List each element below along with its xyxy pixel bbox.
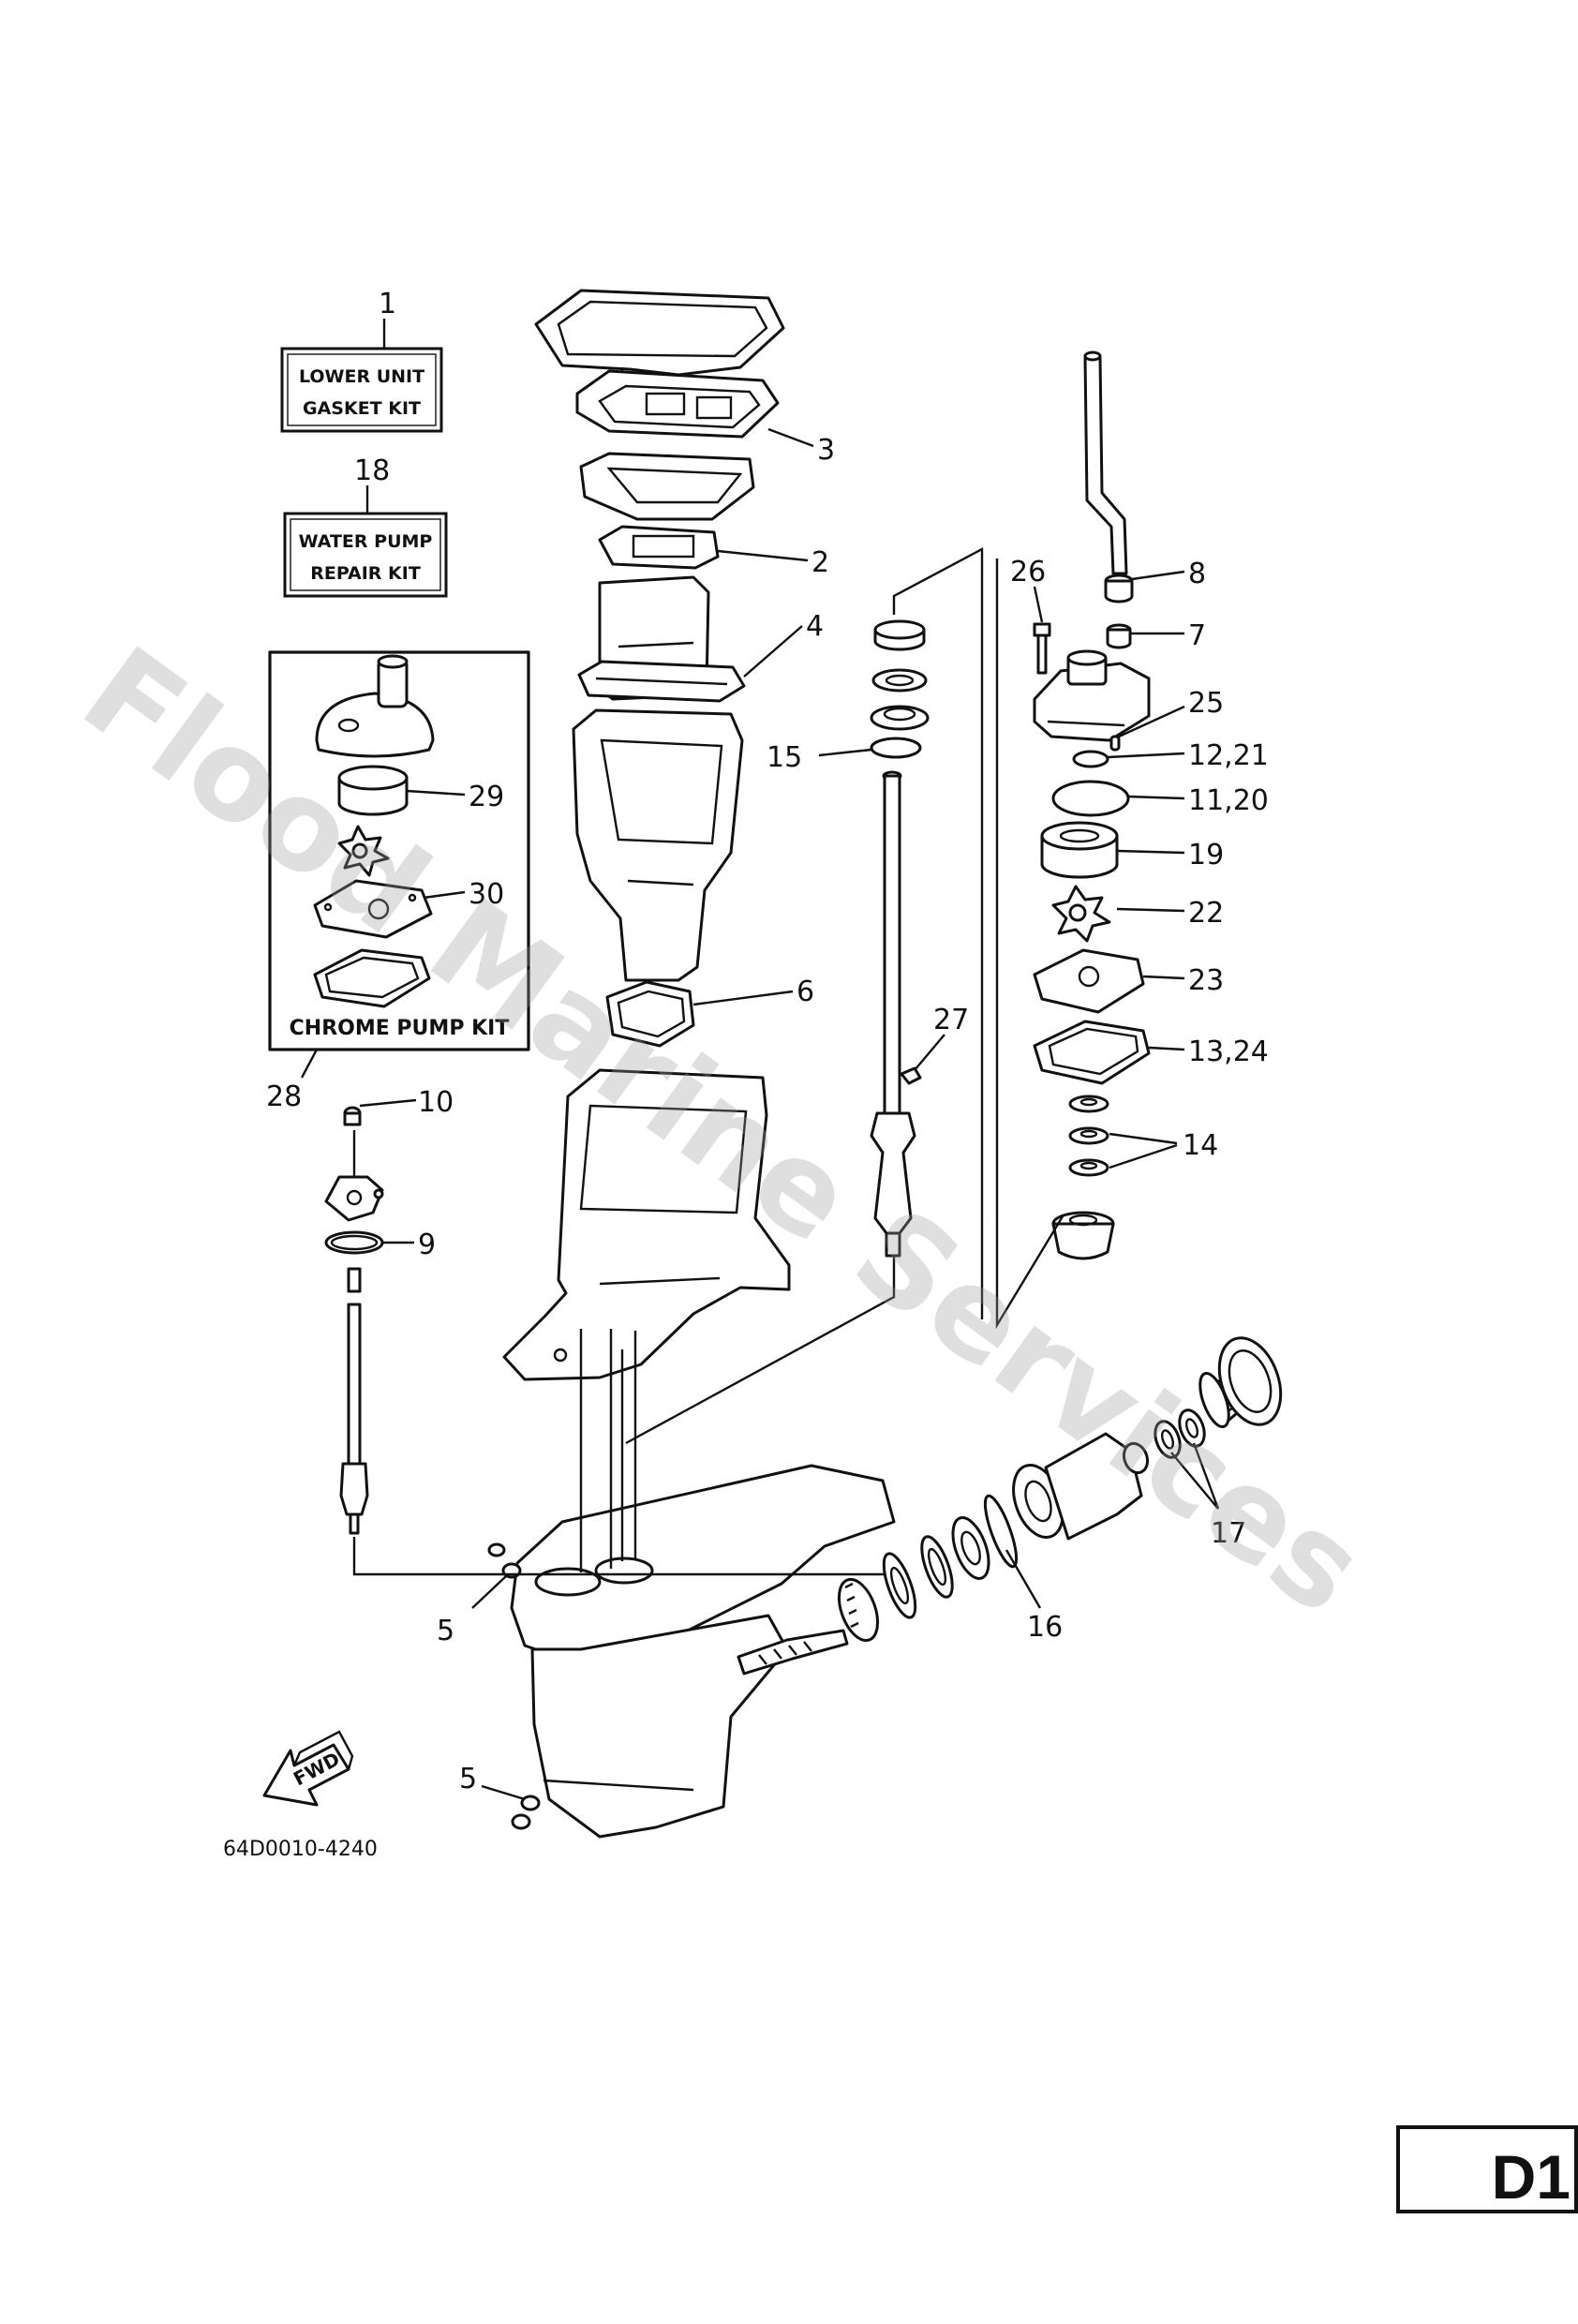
bolt-26 bbox=[1033, 622, 1051, 675]
water-pump-housing bbox=[1033, 649, 1151, 742]
o-ring-15 bbox=[870, 737, 922, 759]
exhaust-guide-top bbox=[534, 289, 785, 390]
drain-screw-lower bbox=[511, 1795, 541, 1830]
water-pump-label-line2: REPAIR KIT bbox=[310, 563, 421, 584]
lower-casing bbox=[510, 1329, 896, 1839]
lower-unit-label-line2: GASKET KIT bbox=[303, 398, 421, 419]
chrome-pump-gasket bbox=[313, 948, 431, 1008]
callout-10: 10 bbox=[418, 1086, 454, 1119]
grommet-8 bbox=[1104, 574, 1134, 603]
callout-9: 9 bbox=[418, 1229, 436, 1261]
chrome-pump-plate bbox=[313, 879, 433, 939]
callout-18: 18 bbox=[354, 454, 390, 487]
gasket-13-24 bbox=[1033, 1020, 1151, 1085]
o-ring-9 bbox=[324, 1230, 384, 1255]
water-pump-repair-kit-label[interactable]: 18 WATER PUMP REPAIR KIT bbox=[283, 454, 448, 598]
callout-5-lower: 5 bbox=[459, 1763, 477, 1795]
oil-seal-14-stack bbox=[1068, 1095, 1109, 1177]
lower-unit-gasket-kit-label[interactable]: 1 LOWER UNIT GASKET KIT bbox=[280, 288, 443, 433]
forward-direction-arrow: FWD bbox=[262, 1730, 354, 1807]
upper-casing bbox=[572, 708, 744, 982]
impeller-22 bbox=[1051, 885, 1111, 943]
shift-rod-holder bbox=[324, 1175, 384, 1222]
callout-7: 7 bbox=[1188, 619, 1206, 652]
callout-15: 15 bbox=[767, 741, 802, 774]
collar-7 bbox=[1106, 623, 1132, 649]
chrome-pump-kit-label: CHROME PUMP KIT bbox=[290, 1017, 510, 1040]
thrust-washer bbox=[920, 1535, 954, 1599]
outer-plate-23 bbox=[1033, 948, 1145, 1014]
page-id-box: D1 bbox=[1396, 2125, 1578, 2213]
callout-12-21: 12,21 bbox=[1188, 739, 1269, 772]
callout-23: 23 bbox=[1188, 964, 1224, 997]
gasket-4 bbox=[577, 660, 746, 703]
callout-26: 26 bbox=[1010, 556, 1046, 588]
callout-8: 8 bbox=[1188, 558, 1206, 590]
upper-gasket-3 bbox=[575, 369, 780, 439]
callout-29: 29 bbox=[469, 781, 504, 813]
needle-bearing bbox=[1122, 1441, 1150, 1475]
chrome-pump-insert bbox=[337, 765, 409, 816]
callout-13-24: 13,24 bbox=[1188, 1035, 1269, 1068]
lower-unit-label-line1: LOWER UNIT bbox=[299, 366, 424, 387]
callout-25: 25 bbox=[1188, 687, 1224, 720]
shift-rod-bushing-10 bbox=[343, 1106, 362, 1126]
drive-shaft-bearing-stack bbox=[870, 619, 930, 731]
forward-gear bbox=[837, 1577, 880, 1643]
oil-seals-17 bbox=[1154, 1408, 1206, 1459]
shim-washer bbox=[882, 1552, 917, 1619]
water-tube bbox=[1083, 350, 1128, 575]
page-id: D1 bbox=[1492, 2142, 1571, 2212]
callout-11-20: 11,20 bbox=[1188, 784, 1269, 817]
callout-2: 2 bbox=[811, 546, 829, 579]
drawing-code: 64D0010-4240 bbox=[223, 1838, 378, 1861]
callout-5-upper: 5 bbox=[437, 1615, 454, 1647]
callout-3: 3 bbox=[817, 434, 835, 467]
propeller-ring bbox=[1217, 1336, 1283, 1426]
chrome-pump-impeller bbox=[337, 825, 390, 877]
callout-28: 28 bbox=[266, 1080, 302, 1113]
callout-1: 1 bbox=[379, 288, 396, 320]
shift-rod bbox=[339, 1267, 369, 1535]
chrome-pump-housing bbox=[315, 654, 435, 758]
upper-case-housing bbox=[502, 1068, 791, 1381]
propeller-shaft bbox=[737, 1629, 849, 1676]
reverse-gear-bearing bbox=[951, 1516, 990, 1580]
woodruff-key-27 bbox=[900, 1066, 922, 1085]
insert-cartridge-19 bbox=[1040, 821, 1119, 879]
seal-ring-6 bbox=[605, 980, 695, 1048]
oil-seal-housing bbox=[1051, 1211, 1115, 1260]
propeller-shaft-housing bbox=[1012, 1432, 1143, 1541]
water-pump-label-line1: WATER PUMP bbox=[299, 531, 433, 552]
gasket-2 bbox=[598, 525, 720, 570]
pin-25 bbox=[1109, 735, 1121, 752]
o-ring-12-21 bbox=[1072, 750, 1109, 768]
callout-4: 4 bbox=[806, 610, 824, 643]
callout-22: 22 bbox=[1188, 897, 1224, 930]
callout-16: 16 bbox=[1027, 1611, 1063, 1644]
o-ring-11-20 bbox=[1051, 780, 1130, 817]
callout-27: 27 bbox=[933, 1004, 969, 1036]
callout-14: 14 bbox=[1183, 1129, 1218, 1162]
callout-17: 17 bbox=[1211, 1517, 1246, 1550]
drain-screw-upper bbox=[487, 1542, 522, 1579]
exhaust-manifold bbox=[579, 452, 755, 521]
o-ring-16 bbox=[983, 1494, 1019, 1569]
callout-30: 30 bbox=[469, 878, 504, 911]
callout-19: 19 bbox=[1188, 839, 1224, 872]
chrome-pump-kit-panel[interactable]: 29 30 CHROME PUMP KIT bbox=[268, 650, 530, 1051]
callout-6: 6 bbox=[796, 976, 814, 1008]
